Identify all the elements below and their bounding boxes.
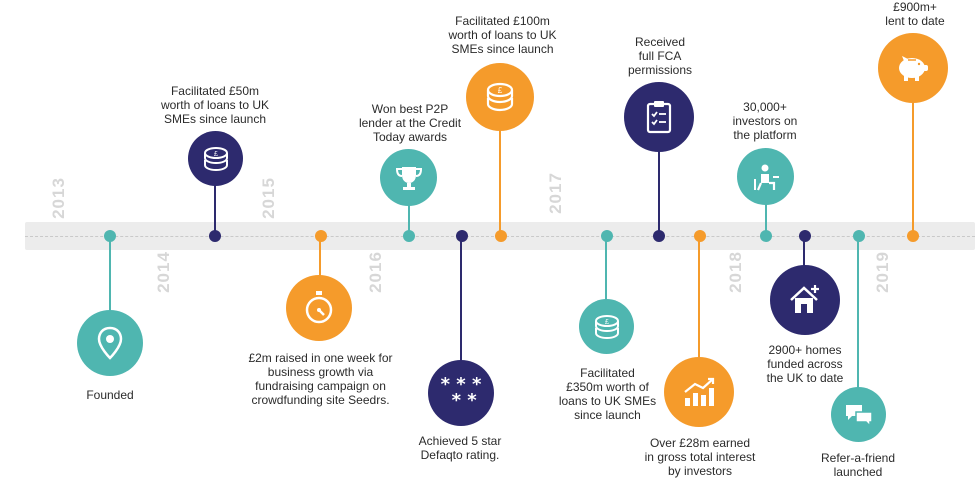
p2p-award-dot [403,230,415,242]
refer-friend-dot [853,230,865,242]
raised-2m-stem [319,241,321,277]
svg-text:£: £ [605,319,609,326]
loans-50m-circle: £ [188,131,243,186]
founded-dot [104,230,116,242]
loans-100m-label: Facilitated £100m worth of loans to UK S… [448,14,557,56]
piggy-bank-icon [899,56,928,81]
interest-28m-label: Over £28m earned in gross total interest… [644,436,756,478]
fca-dot [653,230,665,242]
founded-circle [77,310,143,376]
defaqto-circle: * * * * * [428,360,494,426]
loans-50m-stem [214,185,216,235]
year-2015: 2015 [258,177,278,219]
loans-100m-stem [499,130,501,233]
homes-2900-dot [799,230,811,242]
location-pin-icon [97,326,123,360]
lent-900m-circle [878,33,948,103]
investors-30k-stem [765,204,767,233]
p2p-award-label: Won best P2P lender at the Credit Today … [358,102,462,144]
interest-28m-stem [698,241,700,359]
p2p-award-stem [408,205,410,233]
lent-900m-label: £900m+ lent to date [885,0,945,28]
investors-30k-label: 30,000+ investors on the platform [732,100,798,142]
interest-28m-circle [664,357,734,427]
house-add-icon [790,285,819,313]
trophy-icon [395,166,422,190]
loans-100m-dot [495,230,507,242]
loans-350m-circle: £ [579,299,634,354]
loans-50m-dot [209,230,221,242]
lent-900m-stem [912,102,914,233]
stopwatch-icon [305,291,333,324]
refer-friend-label: Refer-a-friend launched [820,451,896,479]
loans-50m-label: Facilitated £50m worth of loans to UK SM… [160,84,270,126]
coins-icon: £ [203,146,228,171]
raised-2m-circle [286,275,352,341]
clipboard-checklist-icon [646,101,672,134]
fca-circle [624,82,694,152]
loans-350m-stem [605,241,607,301]
svg-text:£: £ [498,86,503,95]
year-2014: 2014 [153,251,173,293]
interest-28m-dot [694,230,706,242]
homes-2900-label: 2900+ homes funded across the UK to date [766,343,844,385]
raised-2m-dot [315,230,327,242]
refer-friend-stem [857,241,859,389]
loans-100m-circle: £ [466,63,534,131]
homes-2900-stem [803,241,805,267]
year-2013: 2013 [48,177,68,219]
five-stars-icon: * * * * * [440,374,482,411]
growth-chart-icon [684,377,715,406]
year-2017: 2017 [545,172,565,214]
defaqto-stem [460,241,462,361]
year-2016: 2016 [365,251,385,293]
lent-900m-dot [907,230,919,242]
chat-bubbles-icon [845,404,873,428]
year-2019: 2019 [872,251,892,293]
founded-stem [109,241,111,313]
svg-text:£: £ [214,151,218,158]
fca-stem [658,151,660,233]
coins-icon: £ [594,314,619,339]
person-at-desk-icon [753,164,779,190]
raised-2m-label: £2m raised in one week for business grow… [248,351,393,407]
defaqto-dot [456,230,468,242]
year-2018: 2018 [725,251,745,293]
investors-30k-circle [737,148,794,205]
homes-2900-circle [770,265,840,335]
coins-icon: £ [486,82,514,112]
refer-friend-circle [831,387,886,442]
founded-label: Founded [86,388,134,402]
investors-30k-dot [760,230,772,242]
defaqto-label: Achieved 5 star Defaqto rating. [418,434,502,462]
loans-350m-label: Facilitated £350m worth of loans to UK S… [558,366,657,422]
fca-label: Received full FCA permissions [627,35,693,77]
loans-350m-dot [601,230,613,242]
p2p-award-circle [380,149,437,206]
